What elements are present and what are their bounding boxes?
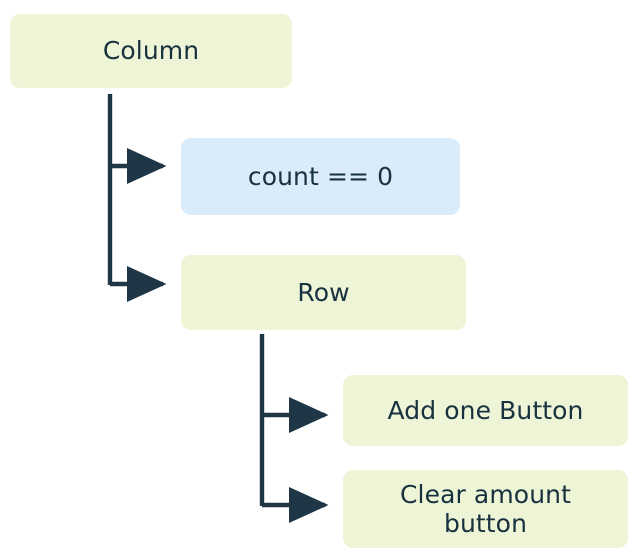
node-row[interactable]: Row	[181, 255, 466, 330]
node-condition-label: count == 0	[247, 161, 394, 191]
node-add-one-button-label: Add one Button	[387, 395, 584, 425]
node-column[interactable]: Column	[10, 14, 292, 88]
node-row-label: Row	[297, 277, 350, 307]
node-add-one-button[interactable]: Add one Button	[343, 375, 628, 446]
node-column-label: Column	[102, 36, 200, 66]
node-clear-amount-button[interactable]: Clear amount button	[343, 470, 628, 548]
node-condition[interactable]: count == 0	[181, 138, 460, 215]
node-clear-amount-button-label: Clear amount button	[400, 479, 571, 539]
